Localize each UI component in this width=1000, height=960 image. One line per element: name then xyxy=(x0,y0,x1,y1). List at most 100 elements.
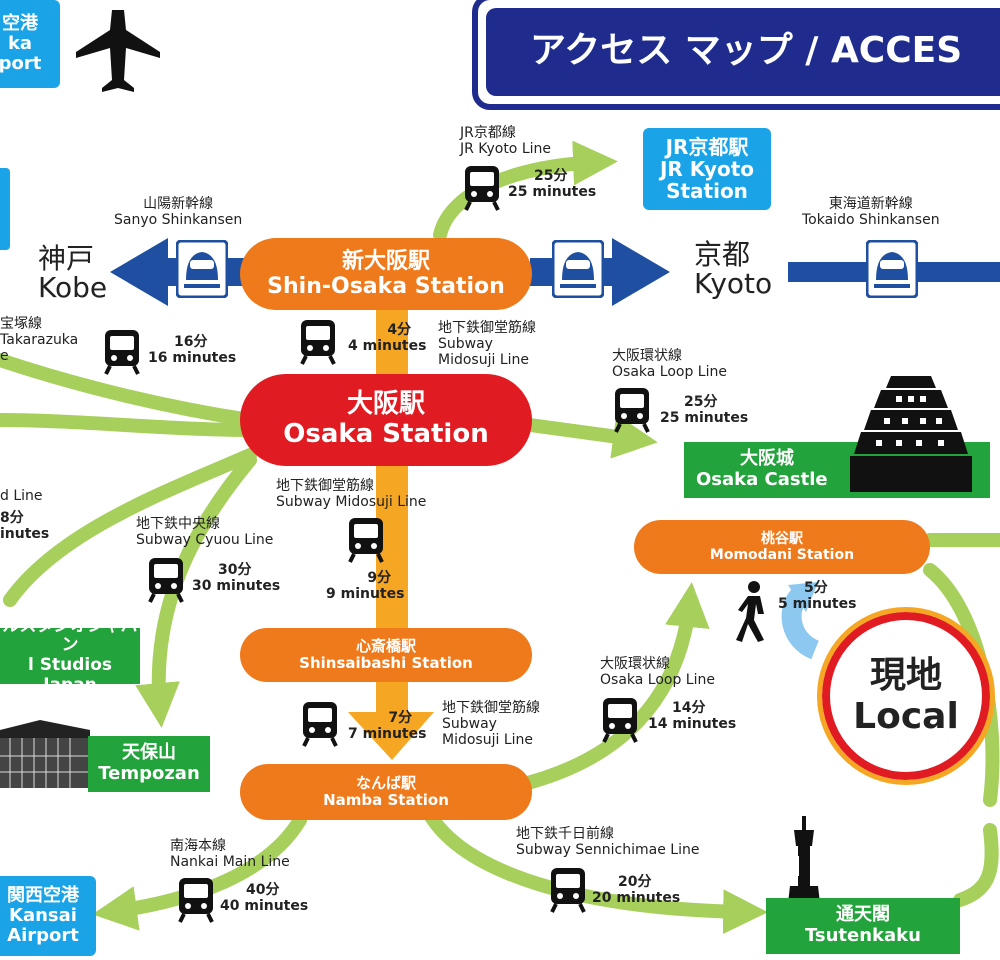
takarazuka-label: 宝塚線 Takarazuka e xyxy=(0,316,78,364)
walk-min-jp: 5分 xyxy=(804,580,828,596)
train-icon xyxy=(462,164,502,216)
shinsaibashi-en: Shinsaibashi Station xyxy=(299,654,473,672)
sennichimae-time: 20分 20 minutes xyxy=(592,874,680,906)
kansai-airport-box: 関西空港 Kansai Airport xyxy=(0,876,96,956)
jr-line-left-a: d Line xyxy=(0,488,43,504)
takarazuka-en: Takarazuka xyxy=(0,332,79,349)
jr-line-left-b: 8分 xyxy=(0,510,24,527)
jr-kyoto-en1: JR Kyoto xyxy=(659,157,755,181)
train-icon xyxy=(346,516,386,568)
loop-castle-en: Osaka Loop Line xyxy=(612,364,727,381)
shinkansen-icon xyxy=(865,239,919,302)
left-box-partial xyxy=(0,168,10,250)
nankai-time: 40分 40 minutes xyxy=(220,882,308,914)
nankai-min-jp: 40分 xyxy=(246,882,280,898)
itami-airport-box: 空港 ka port xyxy=(0,0,60,88)
train-icon xyxy=(298,318,338,370)
sennichimae-min-jp: 20分 xyxy=(618,874,652,890)
itami-en2: port xyxy=(0,52,42,74)
chuo-en: Subway Cyuou Line xyxy=(136,532,274,549)
loop-castle-jp: 大阪環状線 xyxy=(612,348,682,364)
local-en: Local xyxy=(853,696,959,737)
loop-castle-label: 大阪環状線 Osaka Loop Line xyxy=(612,348,727,380)
map-title: アクセス マップ / ACCES xyxy=(486,8,1000,96)
shinkansen-icon xyxy=(551,239,605,302)
midosuji-1-min-jp: 4分 xyxy=(387,322,412,338)
midosuji-3-en1: Subway xyxy=(442,716,497,733)
usj-en: l Studios Japan xyxy=(27,655,112,695)
tokaido-en: Tokaido Shinkansen xyxy=(802,212,940,229)
midosuji-3-time: 7分 7 minutes xyxy=(348,710,426,742)
midosuji-2-en: Subway Midosuji Line xyxy=(276,494,427,511)
local-marker: 現地 Local xyxy=(817,607,995,785)
nankai-jp: 南海本線 xyxy=(170,838,226,854)
momodani-en: Momodani Station xyxy=(709,547,855,563)
itami-jp: 空港 xyxy=(2,13,38,35)
midosuji-1-en2: Midosuji Line xyxy=(438,352,529,369)
chuo-jp: 地下鉄中央線 xyxy=(136,516,220,532)
osaka-en: Osaka Station xyxy=(283,419,489,449)
jr-line-left-label: d Line 8分 inutes xyxy=(0,488,49,542)
walk-min-en: 5 minutes xyxy=(778,596,857,613)
midosuji-2-min-jp: 9分 xyxy=(367,570,392,586)
osaka-castle-en: Osaka Castle xyxy=(696,469,828,490)
midosuji-2-label: 地下鉄御堂筋線 Subway Midosuji Line xyxy=(276,478,426,510)
midosuji-1-jp: 地下鉄御堂筋線 xyxy=(438,320,536,336)
chuo-label: 地下鉄中央線 Subway Cyuou Line xyxy=(136,516,273,548)
sennichimae-en: Subway Sennichimae Line xyxy=(516,842,700,859)
jr-kyoto-en2: Station xyxy=(666,179,748,203)
tsutenkaku-jp: 通天閣 xyxy=(836,904,890,926)
kansai-en2: Airport xyxy=(7,924,79,946)
midosuji-3-en2: Midosuji Line xyxy=(442,732,533,749)
chuo-time: 30分 30 minutes xyxy=(192,562,280,594)
sennichimae-min-en: 20 minutes xyxy=(592,890,681,907)
midosuji-2-min-en: 9 minutes xyxy=(326,586,405,603)
train-icon xyxy=(146,556,186,608)
title-banner: アクセス マップ / ACCES xyxy=(472,0,1000,110)
airplane-icon xyxy=(76,10,160,92)
jr-kyoto-min-jp: 25分 xyxy=(534,168,568,184)
sanyo-label: 山陽新幹線 Sanyo Shinkansen xyxy=(114,196,242,228)
midosuji-3-jp: 地下鉄御堂筋線 xyxy=(442,700,540,716)
momodani-jp: 桃谷駅 xyxy=(761,530,803,547)
takarazuka-min-jp: 16分 xyxy=(174,334,208,350)
jr-kyoto-line-jp: JR京都線 xyxy=(460,125,516,141)
train-icon xyxy=(548,866,588,918)
kobe-en: Kobe xyxy=(38,271,108,305)
nankai-label: 南海本線 Nankai Main Line xyxy=(170,838,290,870)
loop-castle-min-jp: 25分 xyxy=(684,394,718,410)
midosuji-3-min-jp: 7分 xyxy=(388,710,413,726)
namba-en: Namba Station xyxy=(323,791,449,809)
takarazuka-jp: 宝塚線 xyxy=(0,316,42,332)
loop-momodani-en: Osaka Loop Line xyxy=(600,672,715,689)
jr-line-left-c: inutes xyxy=(0,526,50,543)
kobe-label: 神戸 Kobe xyxy=(38,244,107,303)
train-icon xyxy=(176,876,216,928)
tempozan-building-icon xyxy=(0,716,90,792)
train-icon xyxy=(600,696,640,748)
itami-en1: ka xyxy=(7,33,33,55)
sanyo-en: Sanyo Shinkansen xyxy=(114,212,243,229)
osaka-castle-icon xyxy=(846,368,976,500)
osaka-jp: 大阪駅 xyxy=(346,389,425,420)
namba-station: なんば駅 Namba Station xyxy=(240,764,532,820)
loop-momodani-jp: 大阪環状線 xyxy=(600,656,670,672)
kobe-jp: 神戸 xyxy=(38,242,95,275)
jr-kyoto-jp: JR京都駅 xyxy=(665,135,749,159)
kansai-en1: Kansai xyxy=(9,905,77,927)
walking-person-icon xyxy=(734,580,774,646)
midosuji-3-min-en: 7 minutes xyxy=(348,726,427,743)
jr-kyoto-min-en: 25 minutes xyxy=(508,184,597,201)
train-icon xyxy=(102,328,142,380)
sennichimae-jp: 地下鉄千日前線 xyxy=(516,826,614,842)
jr-kyoto-line-label: JR京都線 JR Kyoto Line xyxy=(460,125,551,157)
train-icon xyxy=(612,386,652,438)
usj-box: ルスタジオジャパン l Studios Japan xyxy=(0,616,140,694)
kyoto-en: Kyoto xyxy=(694,267,773,301)
shinsaibashi-jp: 心斎橋駅 xyxy=(355,636,416,655)
usj-jp: ルスタジオジャパン xyxy=(2,615,138,656)
tempozan-jp: 天保山 xyxy=(122,742,176,764)
loop-castle-min-en: 25 minutes xyxy=(660,410,749,427)
tsutenkaku-box: 通天閣 Tsutenkaku xyxy=(766,898,960,954)
